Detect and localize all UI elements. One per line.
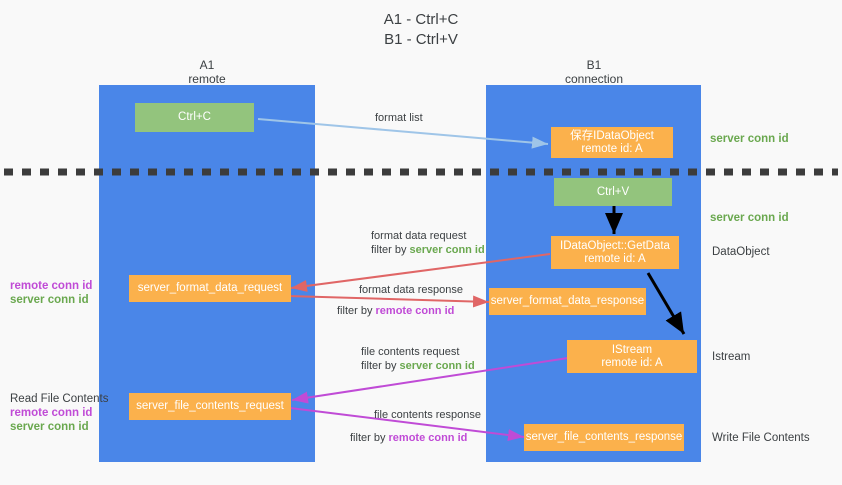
- annotation-right-mid-server: server conn id: [710, 212, 789, 224]
- box-ctrl-v[interactable]: Ctrl+V: [554, 178, 672, 206]
- key-remote-conn-id-2: remote conn id: [388, 432, 468, 444]
- box-ctrl-c[interactable]: Ctrl+C: [135, 103, 254, 132]
- annotation-right-top-server: server conn id: [710, 133, 789, 145]
- box-server-format-data-request-label: server_format_data_request: [137, 282, 283, 294]
- edge-label-format-data-request: format data request filter by server con…: [371, 229, 485, 257]
- box-save-idataobject[interactable]: 保存IDataObject remote id: A: [551, 127, 673, 158]
- annotation-right-mid: server conn id: [710, 211, 789, 225]
- box-server-file-contents-request-label: server_file_contents_request: [136, 400, 284, 412]
- box-istream[interactable]: IStream remote id: A: [567, 340, 697, 373]
- column-a1-name: A1: [199, 58, 215, 72]
- edge-label-format-data-response: format data response filter by remote co…: [337, 283, 463, 318]
- annotation-right-dataobject: DataObject: [712, 245, 770, 259]
- edge-format-data-request-line2: filter by server conn id: [371, 243, 485, 257]
- edge-file-contents-response-line2: filter by remote conn id: [350, 431, 481, 445]
- box-server-file-contents-request[interactable]: server_file_contents_request: [129, 393, 291, 420]
- box-getdata-line2: remote id: A: [584, 252, 646, 265]
- annotation-right-write-file: Write File Contents: [712, 431, 810, 445]
- column-header-a1: A1 remote: [97, 58, 317, 86]
- box-ctrl-v-label: Ctrl+V: [596, 185, 630, 198]
- key-remote-conn-id-1: remote conn id: [375, 305, 455, 317]
- annotation-left-low-server: server conn id: [10, 421, 89, 433]
- annotation-right-istream: Istream: [712, 350, 750, 364]
- column-b1-name: B1: [586, 58, 602, 72]
- annotation-left-mid-remote: remote conn id: [10, 280, 93, 292]
- title-line-2: B1 - Ctrl+V: [384, 31, 458, 48]
- column-a1-sub: remote: [188, 72, 226, 86]
- box-server-format-data-response[interactable]: server_format_data_response: [489, 288, 646, 315]
- filter-by-text-3: filter by: [361, 360, 400, 372]
- key-server-conn-id-2: server conn id: [399, 360, 475, 372]
- annotation-left-mid-server: server conn id: [10, 294, 89, 306]
- box-ctrl-c-label: Ctrl+C: [178, 111, 211, 123]
- annotation-right-istream-text: Istream: [712, 351, 751, 363]
- edge-file-contents-request-line2: filter by server conn id: [361, 359, 475, 373]
- edge-file-contents-response-line1: file contents response: [374, 409, 482, 421]
- annotation-right-write-file-text: Write File Contents: [712, 432, 810, 444]
- box-server-format-data-response-label: server_format_data_response: [490, 295, 645, 307]
- annotation-left-low: Read File Contents remote conn id server…: [10, 392, 108, 434]
- key-server-conn-id-1: server conn id: [409, 244, 485, 256]
- filter-by-text-2: filter by: [337, 305, 376, 317]
- title-line-1: A1 - Ctrl+C: [383, 11, 459, 28]
- edge-format-data-response-line2: filter by remote conn id: [337, 304, 463, 318]
- box-save-idataobject-line1: 保存IDataObject: [570, 129, 654, 142]
- edge-label-file-contents-response: file contents response filter by remote …: [350, 408, 482, 445]
- edge-label-format-list: format list: [375, 111, 423, 125]
- annotation-left-mid: remote conn id server conn id: [10, 279, 92, 307]
- box-server-file-contents-response-label: server_file_contents_response: [525, 431, 683, 443]
- annotation-right-top: server conn id: [710, 132, 789, 146]
- edge-format-data-response-line1: format data response: [359, 284, 463, 296]
- filter-by-text-4: filter by: [350, 432, 389, 444]
- box-istream-line1: IStream: [611, 343, 653, 356]
- edge-file-contents-request-line1: file contents request: [361, 346, 460, 358]
- page-title: A1 - Ctrl+C B1 - Ctrl+V: [0, 10, 842, 50]
- box-getdata-line1: IDataObject::GetData: [560, 239, 670, 252]
- annotation-left-low-remote: remote conn id: [10, 407, 93, 419]
- box-istream-line2: remote id: A: [601, 356, 663, 369]
- column-header-b1: B1 connection: [484, 58, 704, 86]
- edge-label-format-list-text: format list: [375, 112, 423, 124]
- box-server-format-data-request[interactable]: server_format_data_request: [129, 275, 291, 302]
- box-idataobject-getdata[interactable]: IDataObject::GetData remote id: A: [551, 236, 679, 269]
- annotation-read-file-contents: Read File Contents: [10, 393, 109, 405]
- filter-by-text-1: filter by: [371, 244, 410, 256]
- annotation-right-dataobject-text: DataObject: [712, 246, 770, 258]
- box-server-file-contents-response[interactable]: server_file_contents_response: [524, 424, 684, 451]
- box-save-idataobject-line2: remote id: A: [581, 142, 643, 155]
- edge-label-file-contents-request: file contents request filter by server c…: [361, 345, 475, 373]
- column-b1-sub: connection: [564, 72, 624, 86]
- edge-format-data-request-line1: format data request: [371, 230, 467, 242]
